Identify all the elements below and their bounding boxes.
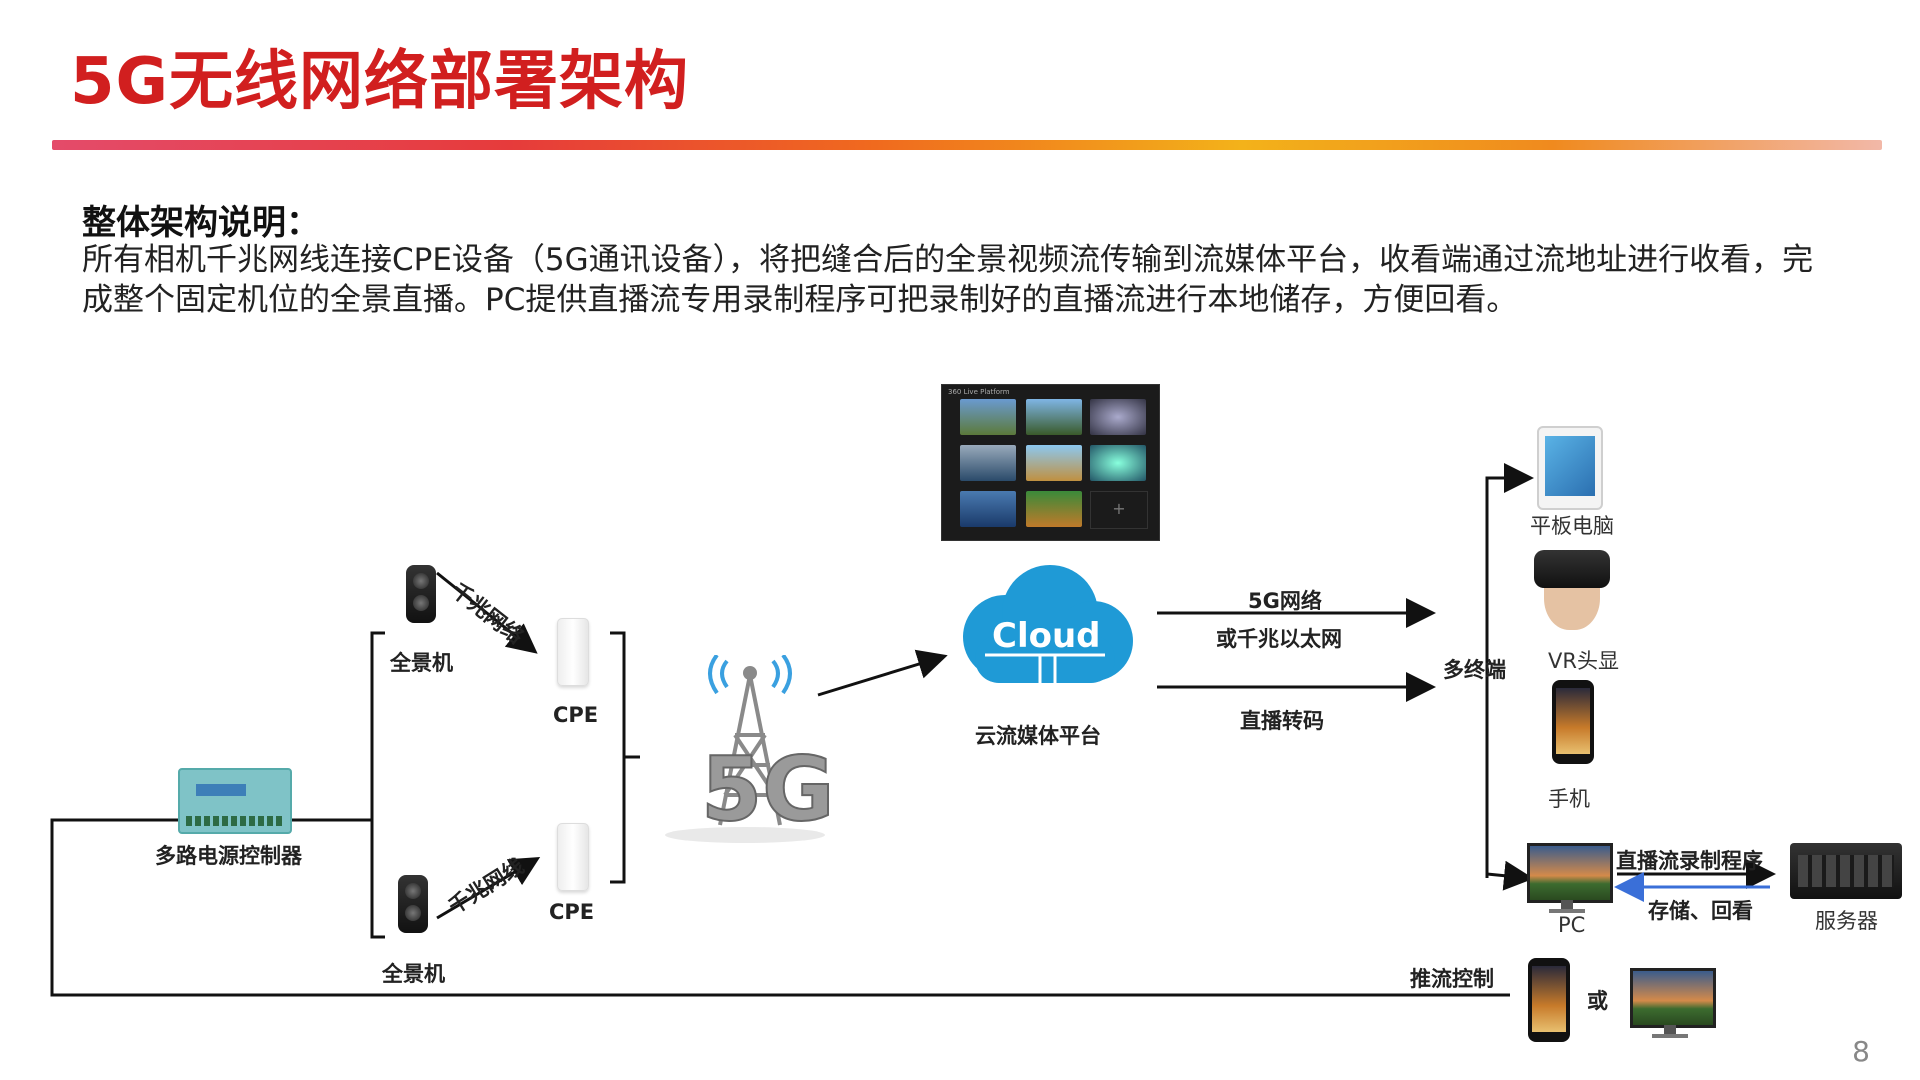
controller-label: 多路电源控制器 (155, 840, 302, 870)
cpe-bottom-label: CPE (549, 900, 594, 924)
svg-text:Cloud: Cloud (992, 616, 1101, 656)
thumbnail (1026, 491, 1082, 527)
push-control-label: 推流控制 (1410, 963, 1494, 993)
screenshot-title: 360 Live Platform (948, 388, 1010, 396)
platform-screenshot: 360 Live Platform + (941, 384, 1160, 541)
vr-label: VR头显 (1548, 645, 1619, 675)
cpe-device-bottom (557, 823, 589, 891)
cloud-platform-label: 云流媒体平台 (975, 720, 1101, 750)
store-replay-label: 存储、回看 (1648, 895, 1753, 925)
cpe-top-label: CPE (553, 703, 598, 727)
pc-label: PC (1558, 913, 1585, 937)
tablet-device (1537, 426, 1603, 510)
vr-headset (1532, 540, 1612, 635)
tablet-label: 平板电脑 (1530, 510, 1614, 540)
thumbnail (960, 445, 1016, 481)
panoramic-camera-top (406, 565, 436, 623)
multi-terminal-label: 多终端 (1443, 654, 1506, 684)
tower-to-cloud-arrow (818, 657, 942, 695)
camera-top-label: 全景机 (390, 647, 453, 677)
thumbnail (960, 491, 1016, 527)
push-monitor-device (1630, 968, 1716, 1040)
controller-terminals (186, 816, 284, 826)
panoramic-camera-bottom (398, 875, 428, 933)
camera-bracket (358, 633, 385, 937)
link-ethernet-label: 或千兆以太网 (1216, 623, 1342, 653)
phone-device (1552, 680, 1594, 764)
thumbnail (1026, 399, 1082, 435)
cloud-icon: Cloud (945, 555, 1145, 705)
pc-monitor (1527, 843, 1613, 915)
camera-bottom-label: 全景机 (382, 958, 445, 988)
thumbnail (1090, 399, 1146, 435)
or-label: 或 (1587, 985, 1608, 1015)
power-controller-device (178, 768, 292, 834)
phone-label: 手机 (1548, 783, 1590, 813)
page-number: 8 (1852, 1035, 1870, 1068)
server-label: 服务器 (1815, 905, 1878, 935)
terminal-to-pc-arrow (1487, 874, 1528, 878)
link-transcode-label: 直播转码 (1240, 705, 1324, 735)
link-5g-label: 5G网络 (1248, 585, 1322, 615)
server-device (1790, 843, 1902, 899)
svg-text:5G: 5G (701, 738, 830, 841)
add-thumbnail-icon: + (1090, 491, 1148, 529)
record-program-label: 直播流录制程序 (1616, 845, 1763, 875)
thumbnail (960, 399, 1016, 435)
thumbnail (1090, 445, 1146, 481)
push-phone-device (1528, 958, 1570, 1042)
thumbnail (1026, 445, 1082, 481)
cpe-bracket (610, 633, 640, 882)
controller-display (196, 784, 246, 796)
5g-tower-icon: 5G (655, 655, 830, 845)
cpe-device-top (557, 618, 589, 686)
